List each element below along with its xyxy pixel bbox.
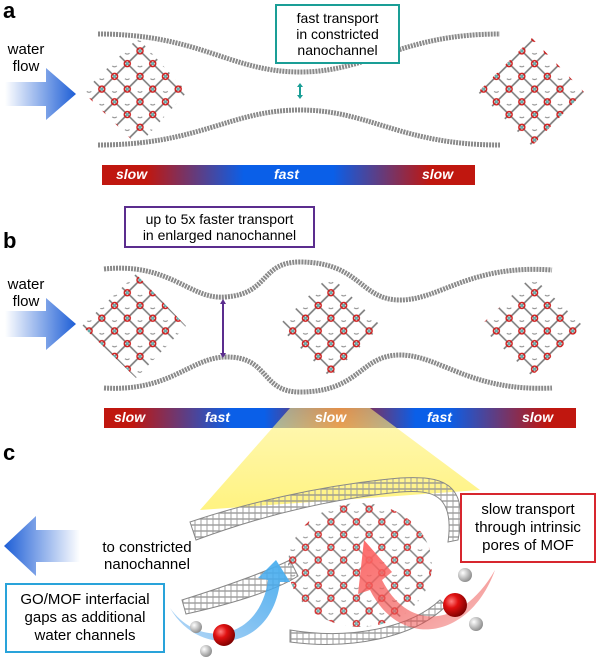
callout-fast-transport-constricted: fast transport in constricted nanochanne… [275,4,400,64]
callout-line: water channels [34,627,136,644]
water-flow-arrow-b [5,298,76,350]
mof-crystal-b-left [82,274,186,378]
callout-line: in constricted [296,26,379,42]
to-constricted-label: to constricted nanochannel [92,539,202,573]
callout-interfacial-gaps: GO/MOF interfacial gaps as additional wa… [5,583,165,653]
flow-label-line: flow [12,293,40,310]
panel-c-graphics [4,408,495,657]
water-flow-label-b: water flow [4,276,48,310]
mof-crystal-a-right [478,38,584,146]
flow-label-line: water [7,41,45,58]
callout-line: fast transport [296,10,379,26]
speed-label-fast: fast [205,409,230,425]
mof-crystal-a-left [83,38,187,146]
callout-line: GO/MOF interfacial [20,591,150,608]
blue-curved-arrow [170,560,290,642]
speed-bar-b-labels: slow fast slow fast slow [104,408,576,428]
panel-label-a: a [3,0,16,23]
mof-cluster-c [288,503,432,627]
callout-faster-transport-enlarged: up to 5x faster transport in enlarged na… [124,206,315,248]
speed-label-slow: slow [422,166,454,182]
water-flow-label-a: water flow [4,41,48,75]
mof-crystal-b-right [480,276,583,376]
speed-label-fast: fast [427,409,452,425]
graphene-bottom-a [97,107,501,148]
speed-label-fast: fast [274,166,299,182]
arrow-label-line: nanochannel [104,556,190,573]
callout-line: nanochannel [297,42,378,58]
graphene-sheet-upper-c [189,477,462,543]
callout-slow-transport-mof: slow transport through intrinsic pores o… [460,493,596,563]
arrow-label-line: to constricted [102,539,192,556]
speed-bar-a-labels: slow fast slow [102,165,475,185]
callout-line: pores of MOF [482,537,574,554]
graphene-top-a [97,31,501,75]
water-molecule-right [443,568,483,631]
graphene-top-b [103,259,553,303]
speed-bar-a [102,165,475,185]
speed-label-slow: slow [116,166,148,182]
speed-label-slow: slow [315,409,347,425]
callout-line: up to 5x faster transport [145,211,294,227]
callout-line: in enlarged nanochannel [142,227,297,243]
speed-label-slow: slow [522,409,554,425]
exit-arrow-c [4,516,80,576]
callout-line: through intrinsic [475,519,581,536]
red-curved-arrow [358,540,495,630]
water-flow-arrow-a [5,68,76,120]
speed-label-slow: slow [114,409,146,425]
callout-line: gaps as additional [24,609,146,626]
panel-label-b: b [3,228,17,253]
panel-label-c: c [3,440,16,465]
callout-line: slow transport [481,501,575,518]
mof-crystal-b-center [278,275,381,377]
flow-label-line: flow [12,58,40,75]
flow-label-line: water [7,276,45,293]
panel-b-graphics [5,259,583,428]
panel-a-graphics [5,31,584,185]
water-molecule-left [190,621,235,657]
